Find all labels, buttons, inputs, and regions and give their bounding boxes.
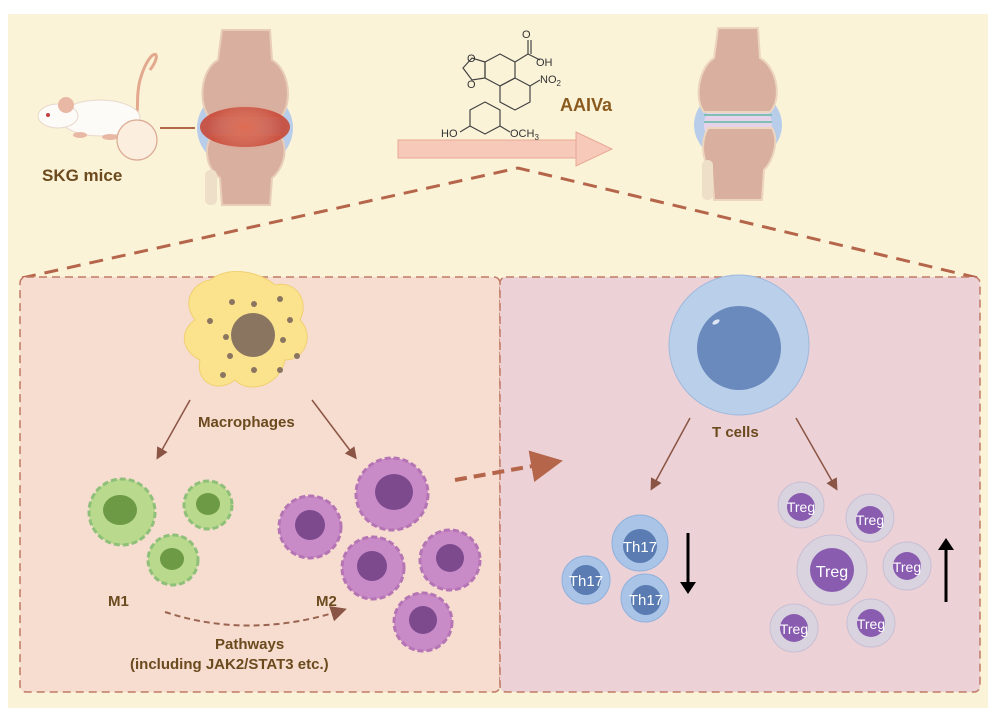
arrow-to-m2 (311, 399, 357, 460)
th17-label: Th17 (569, 573, 603, 590)
nitro-subscript: 2 (556, 79, 561, 89)
macrophages-label: Macrophages (198, 414, 295, 431)
treg-cell-icon: Treg (845, 493, 895, 543)
up-arrow-icon (938, 538, 954, 602)
m1-cell-icon (182, 479, 234, 531)
treg-cell-icon: Treg (846, 598, 896, 648)
treg-cell-icon: Treg (882, 541, 932, 591)
tcells-label: T cells (712, 424, 759, 441)
m2-cell-icon (418, 528, 482, 592)
treg-label: Treg (780, 621, 808, 637)
th17-cell-icon: Th17 (561, 555, 611, 605)
pathways-label: Pathways (215, 636, 285, 653)
th17-cells: Th17 Th17 Th17 (561, 514, 670, 623)
aaiva-label: AAIVa (560, 95, 613, 115)
treg-label: Treg (856, 512, 884, 528)
paw-zoom-circle (116, 119, 158, 161)
treg-label: Treg (857, 616, 885, 632)
healthy-knee-joint-icon (694, 27, 782, 201)
nitro-group-label: NO2 (540, 74, 561, 88)
skg-mice-label: SKG mice (42, 166, 123, 185)
macrophage-cell-icon (183, 271, 308, 388)
arrow-to-treg (795, 417, 838, 491)
methoxy-subscript: 3 (534, 133, 539, 143)
inflamed-knee-joint-icon (197, 29, 293, 206)
treg-label: Treg (787, 499, 815, 515)
m2-cell-icon (354, 456, 430, 532)
hydroxyl-label: HO (441, 128, 458, 140)
m2-cell-icon (340, 535, 406, 601)
treg-label: Treg (816, 564, 848, 581)
pathways-detail-label: (including JAK2/STAT3 etc.) (130, 656, 329, 673)
mouse-icon (37, 52, 158, 140)
m1-cell-icon (146, 533, 200, 587)
th17-label: Th17 (629, 592, 663, 609)
m1-cell-icon (87, 477, 157, 547)
tcell-icon (668, 274, 810, 416)
m2-cell-icon (277, 494, 343, 560)
th17-cell-icon: Th17 (611, 514, 669, 572)
treg-cells: Treg Treg Treg Treg Treg Treg (769, 481, 932, 653)
m2-to-tcell-arrow (454, 450, 563, 482)
treg-label: Treg (893, 559, 921, 575)
treg-cell-icon: Treg (796, 534, 868, 606)
nitro-text: NO (540, 74, 557, 86)
methoxy-text: OCH (510, 128, 535, 140)
m2-label: M2 (316, 593, 337, 610)
m2-cells (277, 456, 482, 653)
methoxy-group-label: OCH3 (510, 128, 539, 142)
arrow-to-th17 (650, 417, 691, 491)
th17-cell-icon: Th17 (620, 573, 670, 623)
treg-cell-icon: Treg (769, 603, 819, 653)
th17-label: Th17 (623, 539, 657, 556)
carboxyl-oh-label: OH (536, 57, 553, 69)
arrow-to-m1 (156, 399, 191, 460)
treatment-arrow-icon (397, 131, 614, 167)
m2-cell-icon (392, 591, 454, 653)
zoom-guide-lines (21, 166, 979, 280)
treg-cell-icon: Treg (777, 481, 825, 529)
down-arrow-icon (680, 533, 696, 594)
dioxole-o-top: O (467, 53, 476, 65)
pathway-arrow (164, 606, 347, 627)
m1-cells (87, 477, 234, 587)
carbonyl-o: O (522, 29, 531, 41)
dioxole-o-bottom: O (467, 79, 476, 91)
m1-label: M1 (108, 593, 129, 610)
aaiva-structure-icon (459, 40, 541, 135)
